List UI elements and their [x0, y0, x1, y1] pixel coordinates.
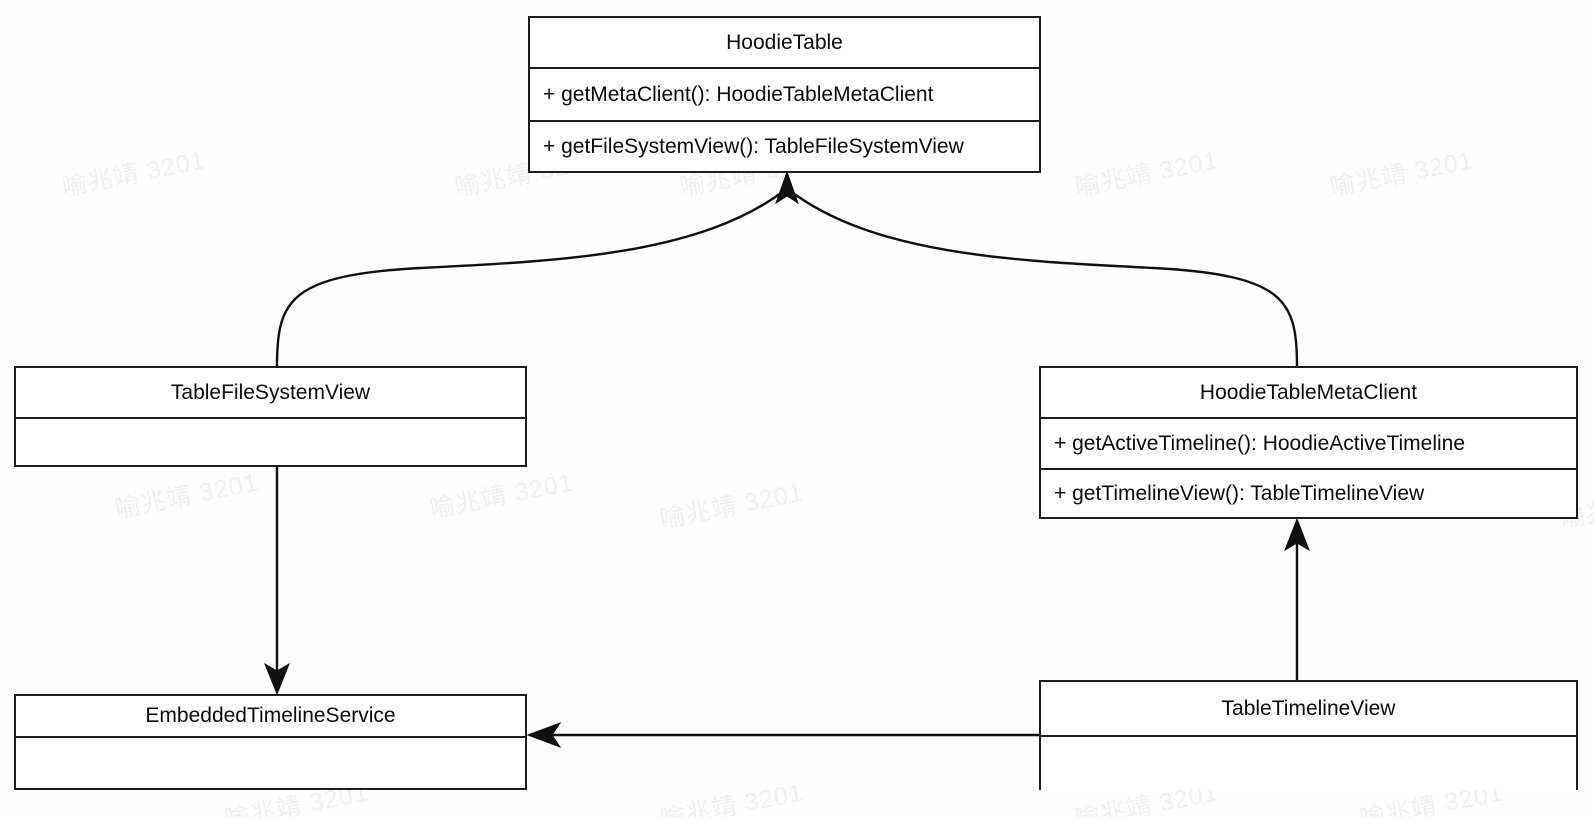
class-box-hoodie-table[interactable]: HoodieTable + getMetaClient(): HoodieTab…: [528, 16, 1041, 173]
watermark: 喻兆靖 3201: [59, 146, 208, 202]
class-name-hoodie-table: HoodieTable: [530, 18, 1039, 69]
class-member: + getFileSystemView(): TableFileSystemVi…: [530, 120, 1039, 171]
class-member: + getMetaClient(): HoodieTableMetaClient: [543, 82, 934, 106]
class-members-table-file-system-view: [16, 419, 525, 465]
class-box-table-timeline-view[interactable]: TableTimelineView: [1039, 680, 1578, 790]
watermark: 喻兆靖 3201: [657, 478, 806, 534]
edge-tfsv-to-hoodietable: [275, 189, 786, 367]
class-member: + getTimelineView(): TableTimelineView: [1041, 468, 1576, 517]
arrowhead-into-embedded-timeline-service-top: [263, 662, 291, 696]
class-members-embedded-timeline-service: [16, 738, 525, 788]
class-members-table-timeline-view: [1041, 737, 1576, 790]
arrowhead-into-hoodietable: [775, 170, 799, 205]
watermark: 喻兆靖 3201: [1327, 146, 1476, 202]
edge-htmc-to-hoodietable: [788, 189, 1299, 367]
class-box-embedded-timeline-service[interactable]: EmbeddedTimelineService: [14, 694, 527, 790]
class-member: + getActiveTimeline(): HoodieActiveTimel…: [1054, 431, 1466, 455]
class-name-table-timeline-view: TableTimelineView: [1041, 682, 1576, 737]
arrowhead-into-embedded-timeline-service-right: [526, 721, 562, 749]
watermark: 喻兆靖 3201: [1072, 146, 1221, 202]
class-name-table-file-system-view: TableFileSystemView: [16, 368, 525, 419]
class-name-embedded-timeline-service: EmbeddedTimelineService: [16, 696, 525, 738]
watermark: 喻兆靖 3201: [657, 778, 806, 818]
class-members-hoodie-table: + getMetaClient(): HoodieTableMetaClient…: [530, 69, 1039, 171]
class-name-hoodie-table-meta-client: HoodieTableMetaClient: [1041, 368, 1576, 419]
class-members-hoodie-table-meta-client: + getActiveTimeline(): HoodieActiveTimel…: [1041, 419, 1576, 517]
watermark: 喻兆靖 3201: [112, 468, 261, 524]
arrowhead-into-hoodie-table-meta-client: [1284, 517, 1310, 552]
class-box-table-file-system-view[interactable]: TableFileSystemView: [14, 366, 527, 467]
class-box-hoodie-table-meta-client[interactable]: HoodieTableMetaClient + getActiveTimelin…: [1039, 366, 1578, 519]
watermark: 喻兆靖 3201: [427, 468, 576, 524]
